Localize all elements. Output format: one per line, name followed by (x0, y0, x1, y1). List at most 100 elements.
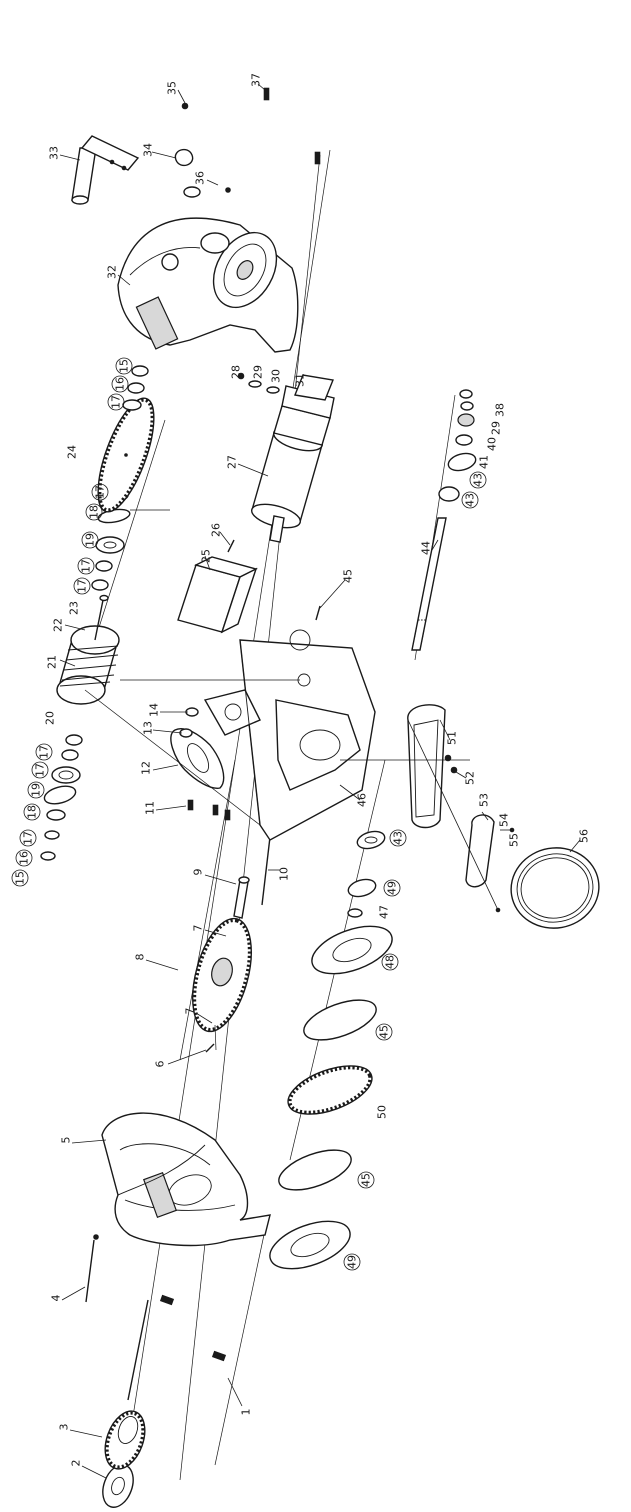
callout-c16a: 16 (15, 849, 33, 867)
right-small-stack (438, 389, 477, 502)
callout-c34: 34 (142, 143, 155, 157)
callout-c52: 52 (464, 771, 477, 785)
callout-circle (375, 1023, 393, 1041)
callout-number: 15 (14, 871, 27, 885)
callout-c49b: 49 (343, 1253, 361, 1271)
callout-c45b: 45 (375, 1023, 393, 1041)
part-2-end-cap (102, 1464, 134, 1508)
callout-c18a: 18 (23, 803, 41, 821)
part-3-pinion-gear (104, 1410, 146, 1470)
part-24-spur-gear (97, 397, 155, 513)
callout-c31: 31 (294, 373, 307, 387)
callout-circle (389, 829, 407, 847)
part-45-pin (315, 605, 321, 621)
part-56-ring (510, 847, 600, 929)
callout-number: 17 (76, 579, 89, 593)
callout-c36: 36 (194, 171, 207, 185)
callout-number: 20 (44, 711, 57, 725)
callout-c38: 38 (494, 403, 507, 417)
callout-c47: 47 (378, 905, 391, 919)
callout-number: 25 (200, 549, 213, 563)
callout-c19b: 19 (81, 531, 99, 549)
part-4-rod (85, 1234, 99, 1303)
callout-number: 54 (498, 813, 511, 827)
callout-number: 45 (360, 1173, 373, 1187)
callout-c2: 2 (70, 1460, 83, 1467)
callout-number: 32 (106, 265, 119, 279)
callout-c40: 40 (486, 437, 499, 451)
callout-number: 52 (464, 771, 477, 785)
left-bearing-stack (40, 734, 83, 861)
callout-number: 33 (48, 146, 61, 160)
part-22-23-spindle (94, 594, 109, 641)
callout-circle (107, 393, 125, 411)
callout-circle (381, 953, 399, 971)
part-12-link-plate (170, 728, 225, 789)
callout-c19a: 19 (27, 781, 45, 799)
callout-c6: 6 (154, 1061, 167, 1068)
callout-number: 56 (578, 829, 591, 843)
callout-number: 31 (294, 373, 307, 387)
callout-number: 8 (134, 954, 147, 961)
callout-number: 1 (240, 1409, 253, 1416)
callout-number: 49 (386, 881, 399, 895)
callout-c17a: 17 (19, 829, 37, 847)
callout-circle (19, 829, 37, 847)
callout-number: 45 (378, 1025, 391, 1039)
callout-c56: 56 (578, 829, 591, 843)
callout-number: 53 (478, 793, 491, 807)
callout-number: 30 (270, 369, 283, 383)
callout-c15a: 15 (11, 869, 29, 887)
callout-number: 16 (18, 851, 31, 865)
callout-number: 6 (154, 1061, 167, 1068)
clutch-disc-stack (269, 925, 393, 1270)
part-5-left-housing (101, 1112, 271, 1247)
callout-number: 41 (478, 455, 491, 469)
callout-circle (31, 761, 49, 779)
callout-number: 11 (144, 801, 157, 815)
callout-circle (383, 879, 401, 897)
callout-c43b: 43 (461, 491, 479, 509)
callout-c22: 22 (52, 618, 65, 632)
callout-c8: 8 (134, 954, 147, 961)
part-44-shaft (411, 517, 447, 651)
callout-number: 10 (278, 867, 291, 881)
callout-c37: 37 (250, 73, 263, 87)
callout-c50: 50 (376, 1105, 389, 1119)
leader-lines (59, 83, 581, 1479)
callout-number: 2 (70, 1460, 83, 1467)
callout-c35: 35 (166, 81, 179, 95)
callout-c21: 21 (46, 655, 59, 669)
callout-number: 14 (148, 703, 161, 717)
callout-number: 35 (166, 81, 179, 95)
callout-c46: 46 (356, 793, 369, 807)
callout-number: 4 (50, 1295, 63, 1302)
callout-circle (27, 781, 45, 799)
callout-c16b: 16 (111, 375, 129, 393)
callout-c17c: 17 (35, 743, 53, 761)
callout-c15b: 15 (115, 357, 133, 375)
frame-bearing-stack (347, 830, 386, 918)
callout-number: 47 (378, 905, 391, 919)
callout-number: 28 (230, 365, 243, 379)
callout-number: 16 (114, 377, 127, 391)
callout-number: 36 (194, 171, 207, 185)
callout-c17e: 17 (77, 557, 95, 575)
callout-c10: 10 (278, 867, 291, 881)
callout-number: 17 (94, 485, 107, 499)
callout-c17g: 17 (107, 393, 125, 411)
callout-c3: 3 (58, 1424, 71, 1431)
callout-number: 17 (38, 745, 51, 759)
callout-c24: 24 (66, 445, 79, 459)
callout-number: 5 (60, 1137, 73, 1144)
callout-c23: 23 (68, 601, 81, 615)
callout-c9: 9 (192, 869, 205, 876)
part-11-screws (187, 799, 231, 821)
callout-number: 23 (68, 601, 81, 615)
callout-number: 37 (250, 73, 263, 87)
callout-c43a: 43 (469, 471, 487, 489)
part-51-55-latch (407, 704, 515, 913)
callout-c13: 13 (142, 721, 155, 735)
callout-number: 38 (494, 403, 507, 417)
